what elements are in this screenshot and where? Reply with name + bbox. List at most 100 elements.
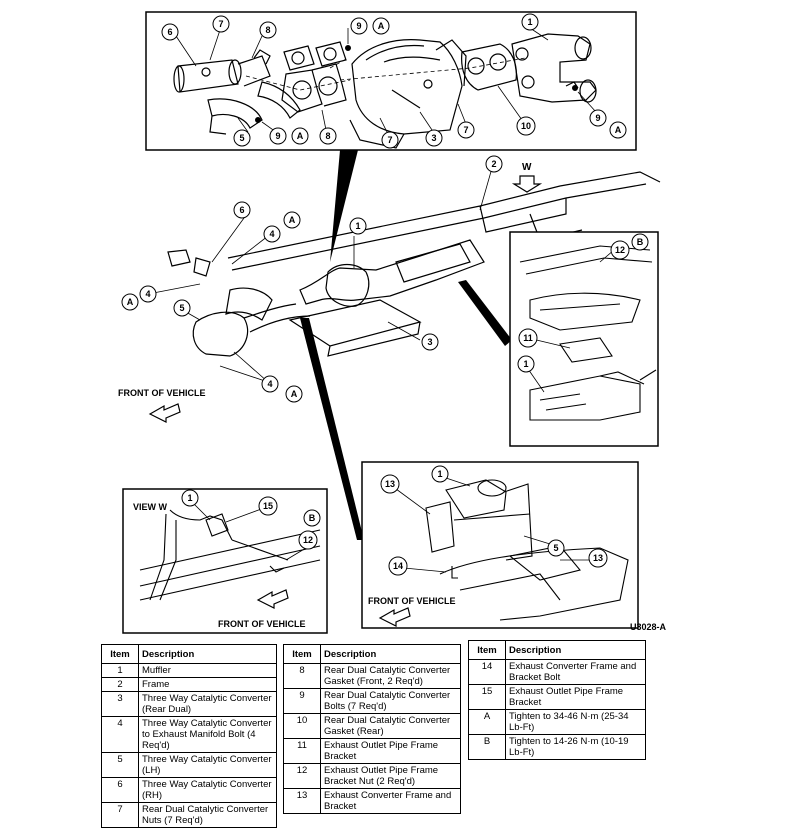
pointer-wedge-right [458, 280, 512, 346]
legend-item-number: A [468, 709, 506, 735]
svg-text:13: 13 [593, 553, 603, 563]
svg-text:B: B [637, 237, 644, 247]
legend-item-number: 10 [283, 713, 321, 739]
callout-12: 12 [298, 530, 318, 550]
view-w-panel [122, 488, 328, 634]
legend-header-description: Description [138, 644, 277, 664]
callout-5: 5 [173, 299, 191, 317]
w-label: W [522, 162, 532, 173]
view-w-label: VIEW W [133, 502, 168, 512]
legend-item-number: 2 [101, 677, 139, 692]
svg-text:9: 9 [275, 131, 280, 141]
callout-14: 14 [388, 556, 408, 576]
svg-text:A: A [615, 125, 622, 135]
svg-text:8: 8 [325, 131, 330, 141]
exhaust-system-diagram: 6 7 8 9 A 1 5 9 A 8 7 3 7 10 9 A 2 6 A 4… [118, 11, 667, 634]
svg-text:1: 1 [437, 469, 442, 479]
svg-text:4: 4 [145, 289, 150, 299]
svg-text:11: 11 [523, 333, 533, 343]
view-w-arrow [511, 175, 543, 193]
legend-item-number: 3 [101, 691, 139, 717]
svg-text:15: 15 [263, 501, 273, 511]
legend-item-description: Rear Dual Catalytic Converter Gasket (Re… [320, 713, 461, 739]
front-of-vehicle-label-view-w: FRONT OF VEHICLE [218, 619, 306, 629]
svg-text:5: 5 [179, 303, 184, 313]
figure-code: U3028-A [630, 622, 667, 632]
svg-text:1: 1 [187, 493, 192, 503]
legend-item-number: 15 [468, 684, 506, 710]
front-of-vehicle-label-main: FRONT OF VEHICLE [118, 388, 206, 398]
legend-item-description: Exhaust Converter Frame and Bracket Bolt [505, 659, 646, 685]
svg-text:12: 12 [615, 245, 625, 255]
front-of-vehicle-arrow-view-w [256, 589, 289, 609]
legend-header-item: Item [468, 640, 506, 660]
front-gaskets-sketch [281, 41, 347, 113]
svg-text:2: 2 [491, 159, 496, 169]
callout-7: 7 [381, 131, 399, 149]
svg-text:14: 14 [393, 561, 403, 571]
callout-a: A [291, 127, 309, 145]
callout-a: A [372, 17, 390, 35]
callout-9: 9 [589, 109, 607, 127]
callout-6: 6 [161, 23, 179, 41]
svg-text:6: 6 [239, 205, 244, 215]
legend-item-description: Exhaust Outlet Pipe Frame Bracket [320, 738, 461, 764]
callout-1: 1 [521, 13, 539, 31]
svg-text:9: 9 [595, 113, 600, 123]
svg-text:A: A [127, 297, 134, 307]
callout-8: 8 [259, 21, 277, 39]
callout-a: A [283, 211, 301, 229]
svg-text:5: 5 [553, 543, 558, 553]
muffler-sketch [511, 33, 597, 103]
callout-7: 7 [212, 15, 230, 33]
legend-item-number: 8 [283, 663, 321, 689]
callout-9: 9 [350, 17, 368, 35]
legend-item-description: Exhaust Outlet Pipe Frame Bracket Nut (2… [320, 763, 461, 789]
callout-a: A [121, 293, 139, 311]
legend-item-number: 1 [101, 663, 139, 678]
callout-15: 15 [258, 496, 278, 516]
pointer-wedge-bottom [300, 318, 364, 540]
svg-text:1: 1 [355, 221, 360, 231]
callout-7: 7 [457, 121, 475, 139]
callout-8: 8 [319, 127, 337, 145]
rear-gasket-sketch [461, 43, 517, 91]
legend-header-item: Item [283, 644, 321, 664]
callout-1: 1 [349, 217, 367, 235]
svg-text:7: 7 [387, 135, 392, 145]
legend-item-number: B [468, 734, 506, 760]
legend-item-description: Rear Dual Catalytic Converter Gasket (Fr… [320, 663, 461, 689]
svg-text:3: 3 [431, 133, 436, 143]
legend-item-description: Muffler [138, 663, 277, 678]
callout-b: B [631, 233, 649, 251]
callout-3: 3 [425, 129, 443, 147]
svg-text:7: 7 [463, 125, 468, 135]
legend-item-number: 11 [283, 738, 321, 764]
svg-text:1: 1 [523, 359, 528, 369]
callout-9: 9 [269, 127, 287, 145]
svg-text:13: 13 [385, 479, 395, 489]
callout-5: 5 [233, 129, 251, 147]
svg-text:B: B [309, 513, 316, 523]
legend-item-number: 12 [283, 763, 321, 789]
callout-3: 3 [421, 333, 439, 351]
svg-text:1: 1 [527, 17, 532, 27]
legend-item-description: Three Way Catalytic Converter (LH) [138, 752, 277, 778]
rh-converter-sketch [173, 49, 301, 135]
legend-item-number: 6 [101, 777, 139, 803]
legend-item-description: Frame [138, 677, 277, 692]
